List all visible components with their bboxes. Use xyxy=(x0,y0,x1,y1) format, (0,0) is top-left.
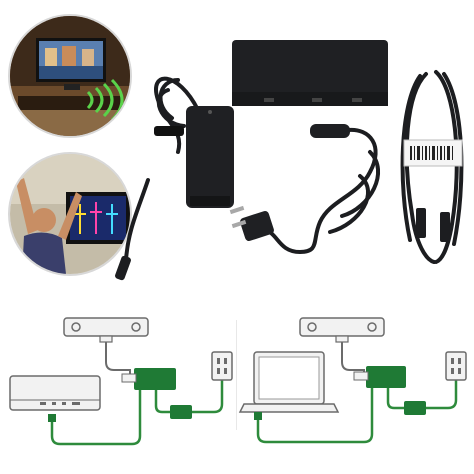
wall-outlet-icon xyxy=(445,351,467,381)
kinect-sensor-icon xyxy=(299,317,385,343)
pc-connection-diagram xyxy=(238,310,474,460)
usb-extension-cable xyxy=(396,64,470,270)
kinect-adapter-box xyxy=(228,38,394,112)
barcode-label xyxy=(410,146,453,160)
adapter-icon xyxy=(121,368,176,390)
laptop-icon xyxy=(238,351,340,413)
xbox-one-s-icon xyxy=(9,375,101,411)
power-brick-icon xyxy=(154,380,224,419)
power-brick-icon xyxy=(386,380,458,415)
power-supply-brick xyxy=(108,60,248,290)
adapter-icon xyxy=(353,366,406,388)
section-divider xyxy=(236,320,237,430)
xbox-connection-diagram xyxy=(0,310,236,460)
ac-power-plug xyxy=(229,205,274,242)
wall-outlet-icon xyxy=(211,351,233,381)
ac-power-cable xyxy=(220,112,400,262)
kinect-sensor-icon xyxy=(63,317,149,343)
